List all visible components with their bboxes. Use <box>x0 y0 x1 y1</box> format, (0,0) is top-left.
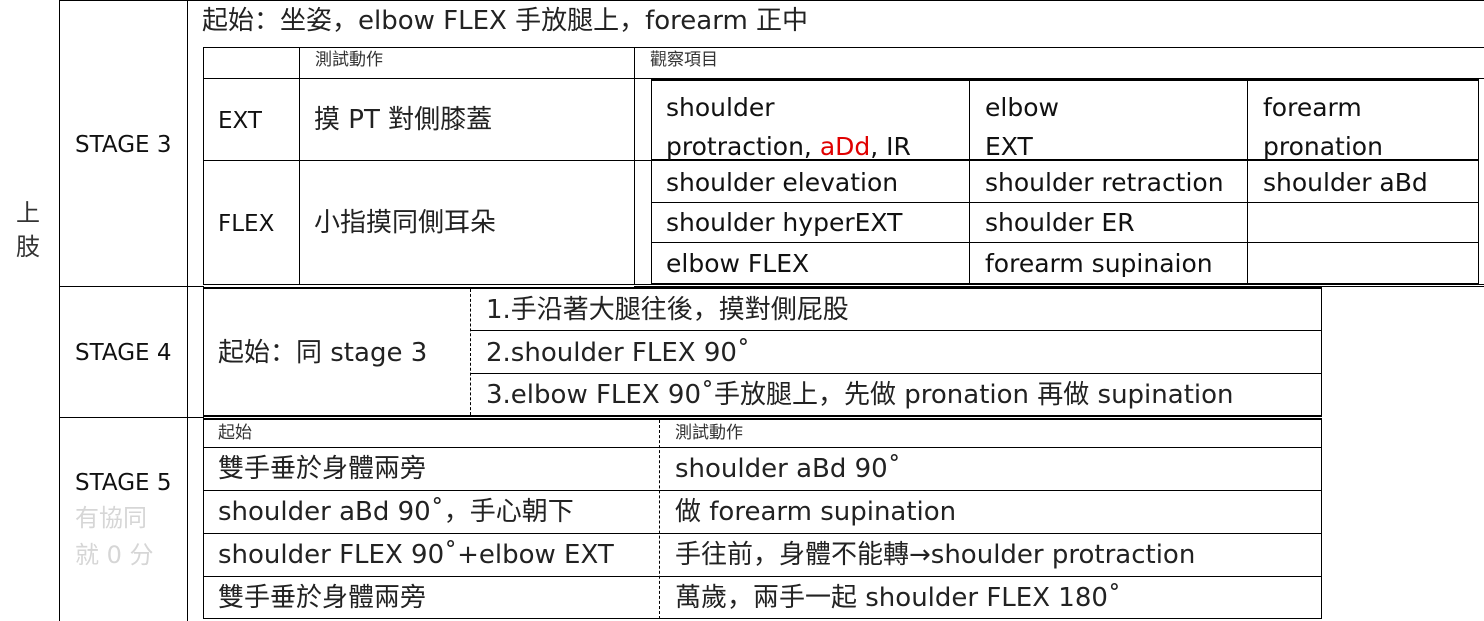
stage5-row-divider-2 <box>203 533 1322 534</box>
observe-ext-shoulder-pre: protraction, <box>666 132 820 161</box>
stage5-label: STAGE 5 <box>75 470 172 496</box>
stage4-step-2: 2.shoulder FLEX 90˚ <box>486 338 750 368</box>
stage5-dashed-divider <box>659 420 660 619</box>
stage3-bottom-border <box>59 286 204 287</box>
stage5-row2-test: 做 forearm supination <box>675 497 957 527</box>
stage5-row3-test: 手往前，身體不能轉→shoulder protraction <box>675 540 1196 570</box>
observe-ext-forearm: forearm pronation <box>1263 88 1383 166</box>
observe-flex-r2c1: shoulder hyperEXT <box>666 208 903 237</box>
stage3-col1-divider <box>299 47 300 285</box>
observe-col-divider-2 <box>1247 79 1248 284</box>
stage5-table <box>203 418 1322 619</box>
stage4-bottom-border <box>59 417 204 418</box>
observe-thick-divider <box>651 159 1479 161</box>
observe-col-divider-1 <box>969 79 970 284</box>
stage4-step-1: 1.手沿著大腿往後，摸對側屁股 <box>486 295 849 325</box>
observe-ext-shoulder-line1: shoulder <box>666 93 775 122</box>
observe-ext-shoulder-post: , IR <box>870 132 911 161</box>
stage3-flex-type: FLEX <box>218 211 275 237</box>
observe-ext-elbow: elbow EXT <box>985 88 1059 166</box>
stage4-start-text: 起始：同 stage 3 <box>218 338 428 368</box>
stage5-note-line1: 有協同 <box>75 504 147 532</box>
stage3-ext-action: 摸 PT 對側膝蓋 <box>314 105 493 135</box>
stage4-row-divider-1 <box>470 330 1322 331</box>
stage5-row4-start: 雙手垂於身體兩旁 <box>218 583 427 613</box>
observe-flex-r3c1: elbow FLEX <box>666 249 810 278</box>
observe-row-divider-2 <box>651 242 1479 243</box>
stage3-ext-type: EXT <box>218 108 262 134</box>
stage3-inner-table <box>203 47 1484 285</box>
stage5-row-divider-3 <box>203 576 1322 577</box>
observe-ext-elbow-line2: EXT <box>985 132 1033 161</box>
stage3-col2-divider <box>634 47 635 285</box>
observe-ext-elbow-line1: elbow <box>985 93 1059 122</box>
stage4-dashed-divider <box>470 289 471 415</box>
stage4-table <box>203 287 1322 417</box>
stage4-step-3: 3.elbow FLEX 90˚手放腿上，先做 pronation 再做 sup… <box>486 380 1234 410</box>
observe-ext-forearm-line1: forearm <box>1263 93 1362 122</box>
stage5-header-test: 測試動作 <box>675 423 743 443</box>
stage5-row1-start: 雙手垂於身體兩旁 <box>218 454 427 484</box>
observe-flex-r1c2: shoulder retraction <box>985 168 1224 197</box>
stage3-header-observe: 觀察項目 <box>650 50 718 70</box>
stage5-header-start: 起始 <box>218 423 252 443</box>
observe-flex-r1c3: shoulder aBd <box>1263 168 1428 197</box>
observe-flex-r2c2: shoulder ER <box>985 208 1135 237</box>
stage5-header-divider <box>203 447 1322 448</box>
stage5-row-divider-1 <box>203 490 1322 491</box>
observe-ext-shoulder: shoulder protraction, aDd, IR <box>666 88 911 166</box>
observe-row-divider-1 <box>651 202 1479 203</box>
stage4-label: STAGE 4 <box>75 340 172 366</box>
outer-left-border <box>59 0 60 621</box>
stage3-flex-action: 小指摸同側耳朵 <box>314 208 497 238</box>
stage5-row3-start: shoulder FLEX 90˚+elbow EXT <box>218 540 614 570</box>
stage5-row4-test: 萬歲，兩手一起 shoulder FLEX 180˚ <box>675 583 1121 613</box>
observe-table <box>651 79 1479 284</box>
observe-ext-shoulder-line2: protraction, aDd, IR <box>666 127 911 166</box>
stage4-row-divider-2 <box>470 373 1322 374</box>
section-label: 上肢 <box>16 199 40 261</box>
stage-column-border <box>187 0 188 621</box>
observe-bottom-double <box>634 286 1484 287</box>
stage5-row1-test: shoulder aBd 90˚ <box>675 454 901 484</box>
stage3-label: STAGE 3 <box>75 132 172 158</box>
observe-flex-r1c1: shoulder elevation <box>666 168 899 197</box>
stage3-ext-flex-divider <box>203 160 653 161</box>
stage3-start-text: 起始：坐姿，elbow FLEX 手放腿上，forearm 正中 <box>202 6 809 36</box>
stage5-row2-start: shoulder aBd 90˚，手心朝下 <box>218 497 574 527</box>
stage5-note-line2: 就 0 分 <box>75 541 154 569</box>
observe-ext-forearm-line2: pronation <box>1263 132 1383 161</box>
observe-ext-add-highlight: aDd <box>819 132 871 161</box>
stage3-header-test: 測試動作 <box>315 50 383 70</box>
observe-flex-r3c2: forearm supinaion <box>985 249 1213 278</box>
stage3-header-divider <box>203 78 1484 79</box>
top-border <box>59 0 1484 1</box>
